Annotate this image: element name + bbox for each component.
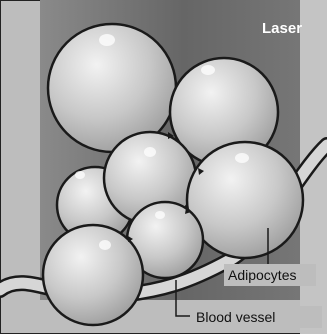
laser-label: Laser <box>262 20 302 37</box>
adipocytes-label: Adipocytes <box>228 267 296 283</box>
blood-vessel-label: Blood vessel <box>196 309 275 325</box>
